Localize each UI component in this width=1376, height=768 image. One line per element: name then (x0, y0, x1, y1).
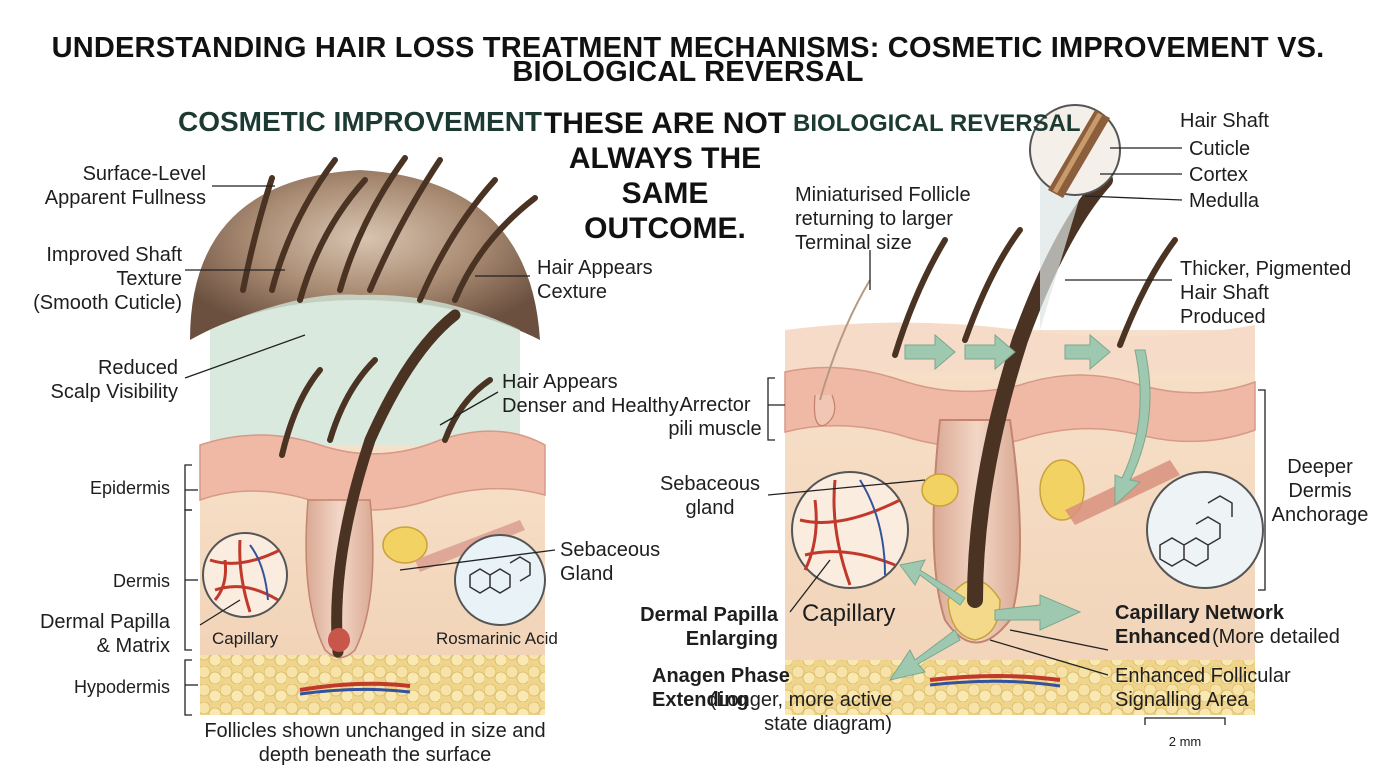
left-leader-lines (184, 185, 556, 716)
right-heading: BIOLOGICAL REVERSAL (793, 110, 1081, 137)
label-hypodermis: Hypodermis (73, 677, 170, 697)
label-cortex: Cortex (1189, 164, 1248, 186)
label-anagen-phase: Anagen Phase Extending (652, 665, 790, 711)
middle-message: THESE ARE NOT ALWAYS THE SAME OUTCOME. (543, 107, 787, 245)
label-signalling-area: Enhanced Follicular Signalling Area (1115, 665, 1291, 711)
label-rosmarinic-acid: Rosmarinic Acid (436, 629, 558, 648)
label-denser-healthy: Hair Appears Denser and Healthy (502, 371, 679, 417)
hair-shaft-magnifier-icon (1029, 104, 1121, 330)
left-scalp-illustration (190, 155, 546, 715)
molecule-inset-icon (1146, 471, 1264, 589)
label-arrector-pili: Arrector pili muscle (668, 394, 762, 440)
label-sebaceous-gland-left: Sebaceous Gland (560, 539, 661, 585)
label-miniaturised-follicle: Miniaturised Follicle returning to large… (795, 184, 971, 254)
label-shaft-texture: Improved Shaft Texture (Smooth Cuticle) (33, 244, 182, 314)
label-dermis: Dermis (113, 571, 170, 591)
label-epidermis: Epidermis (89, 478, 170, 498)
capillary-inset-icon (202, 532, 288, 618)
label-scalp-visibility: Reduced Scalp Visibility (50, 357, 178, 403)
label-capillary-network: Capillary Network Enhanced (1115, 602, 1284, 648)
growth-arrow-icon (888, 333, 1151, 681)
right-hypodermis (785, 660, 1255, 715)
label-deeper-dermis: Deeper Dermis Anchorage (1271, 456, 1369, 526)
label-capillary-network-note: (More detailed (1212, 626, 1340, 648)
right-epidermis (784, 366, 1256, 448)
molecule-inset-icon (454, 534, 546, 626)
label-dermal-papilla-matrix: Dermal Papilla & Matrix (39, 611, 170, 657)
main-title: UNDERSTANDING HAIR LOSS TREATMENT MECHAN… (51, 32, 1325, 88)
label-cuticle: Cuticle (1189, 138, 1251, 160)
label-apparent-fullness: Surface-Level Apparent Fullness (44, 163, 206, 209)
label-dermal-papilla-enlarging: Dermal Papilla Enlarging (640, 604, 778, 650)
label-capillary-left: Capillary (212, 629, 279, 648)
capillary-inset-icon (791, 471, 909, 589)
label-hair-cexture: Hair Appears Cexture (537, 257, 653, 303)
right-follicle-illustration (784, 104, 1264, 715)
label-thicker-pigmented: Thicker, Pigmented Hair Shaft Produced (1180, 258, 1352, 328)
left-heading: COSMETIC IMPROVEMENT (178, 106, 543, 137)
label-medulla: Medulla (1189, 190, 1260, 212)
label-capillary-right: Capillary (802, 600, 896, 627)
right-leader-lines (767, 147, 1266, 725)
hair-cap (190, 170, 540, 340)
label-sebaceous-gland-right: Sebaceous gland (659, 473, 761, 519)
label-anagen-phase-detail: (Longer, more active state diagram) (709, 689, 892, 735)
label-hair-shaft: Hair Shaft (1180, 110, 1269, 132)
caption-left: Follicles shown unchanged in size and de… (204, 720, 546, 766)
scale-bar-label: 2 mm (1168, 734, 1202, 749)
